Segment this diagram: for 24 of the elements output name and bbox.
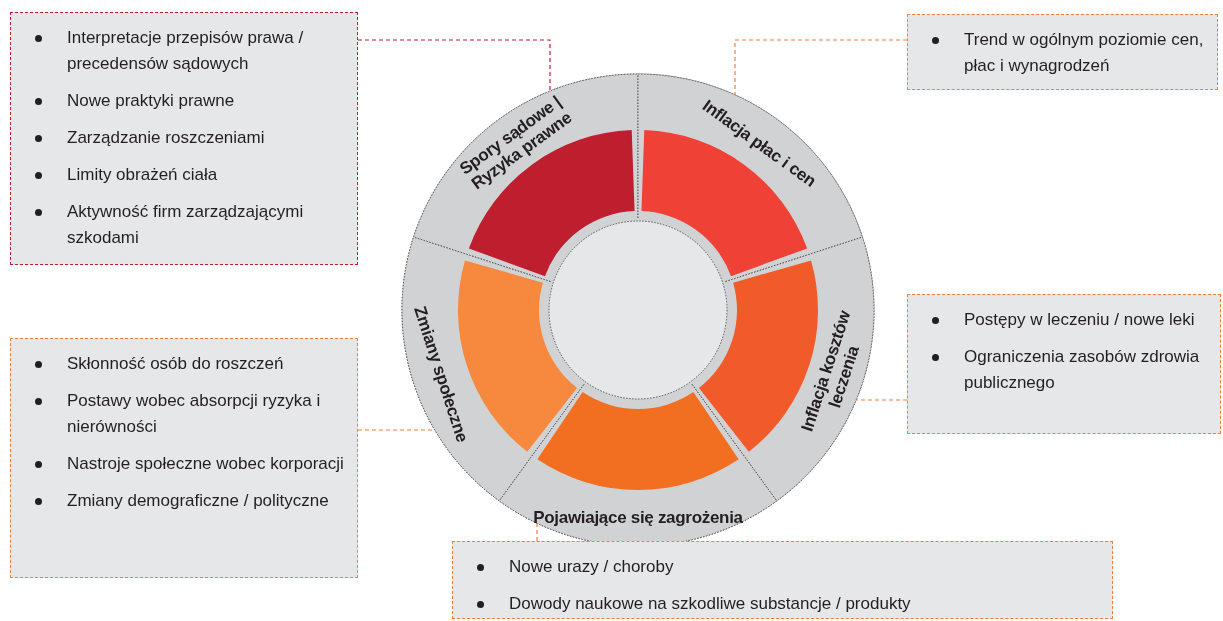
callout-box [10, 338, 358, 578]
bullet-text: Skłonność osób do roszczeń [67, 353, 284, 375]
bullet-text: Nastroje społeczne wobec korporacji [67, 453, 344, 475]
bullet-text: Nowe urazy / choroby [509, 556, 674, 578]
bullet-text: Dowody naukowe na szkodliwe substancje / produkty [509, 593, 911, 615]
callout-box [10, 12, 358, 265]
leader-line [536, 522, 538, 542]
bullet-text: Limity obrażeń ciała [67, 164, 218, 186]
bullet-text: Zarządzanie roszczeniami [67, 127, 265, 149]
segment-label: Pojawiające się zagrożenia [531, 489, 745, 545]
leader-line [855, 399, 908, 401]
bullet-text: Nowe praktyki prawne [67, 90, 235, 112]
bullet-text: Postępy w leczeniu / nowe leki [964, 309, 1195, 331]
bullet-text: Interpretacje przepisów prawa / precedensów sądowych [67, 27, 305, 75]
leader-line [357, 39, 551, 92]
bullet-text: Aktywność firm zarządzającymi szkodami [67, 201, 305, 249]
bullet-text: Trend w ogólnym poziomie cen, płac i wynagrodzeń [964, 29, 1205, 77]
leader-line [734, 39, 908, 96]
callout-box [452, 541, 1113, 619]
bullet-text: Zmiany demograficzne / polityczne [67, 490, 329, 512]
callout-box [907, 294, 1221, 434]
bullet-text: Ograniczenia zasobów zdrowia publicznego [964, 346, 1201, 394]
bullet-text: Postawy wobec absorpcji ryzyka i nierówności [67, 390, 322, 438]
callout-box [907, 14, 1218, 90]
